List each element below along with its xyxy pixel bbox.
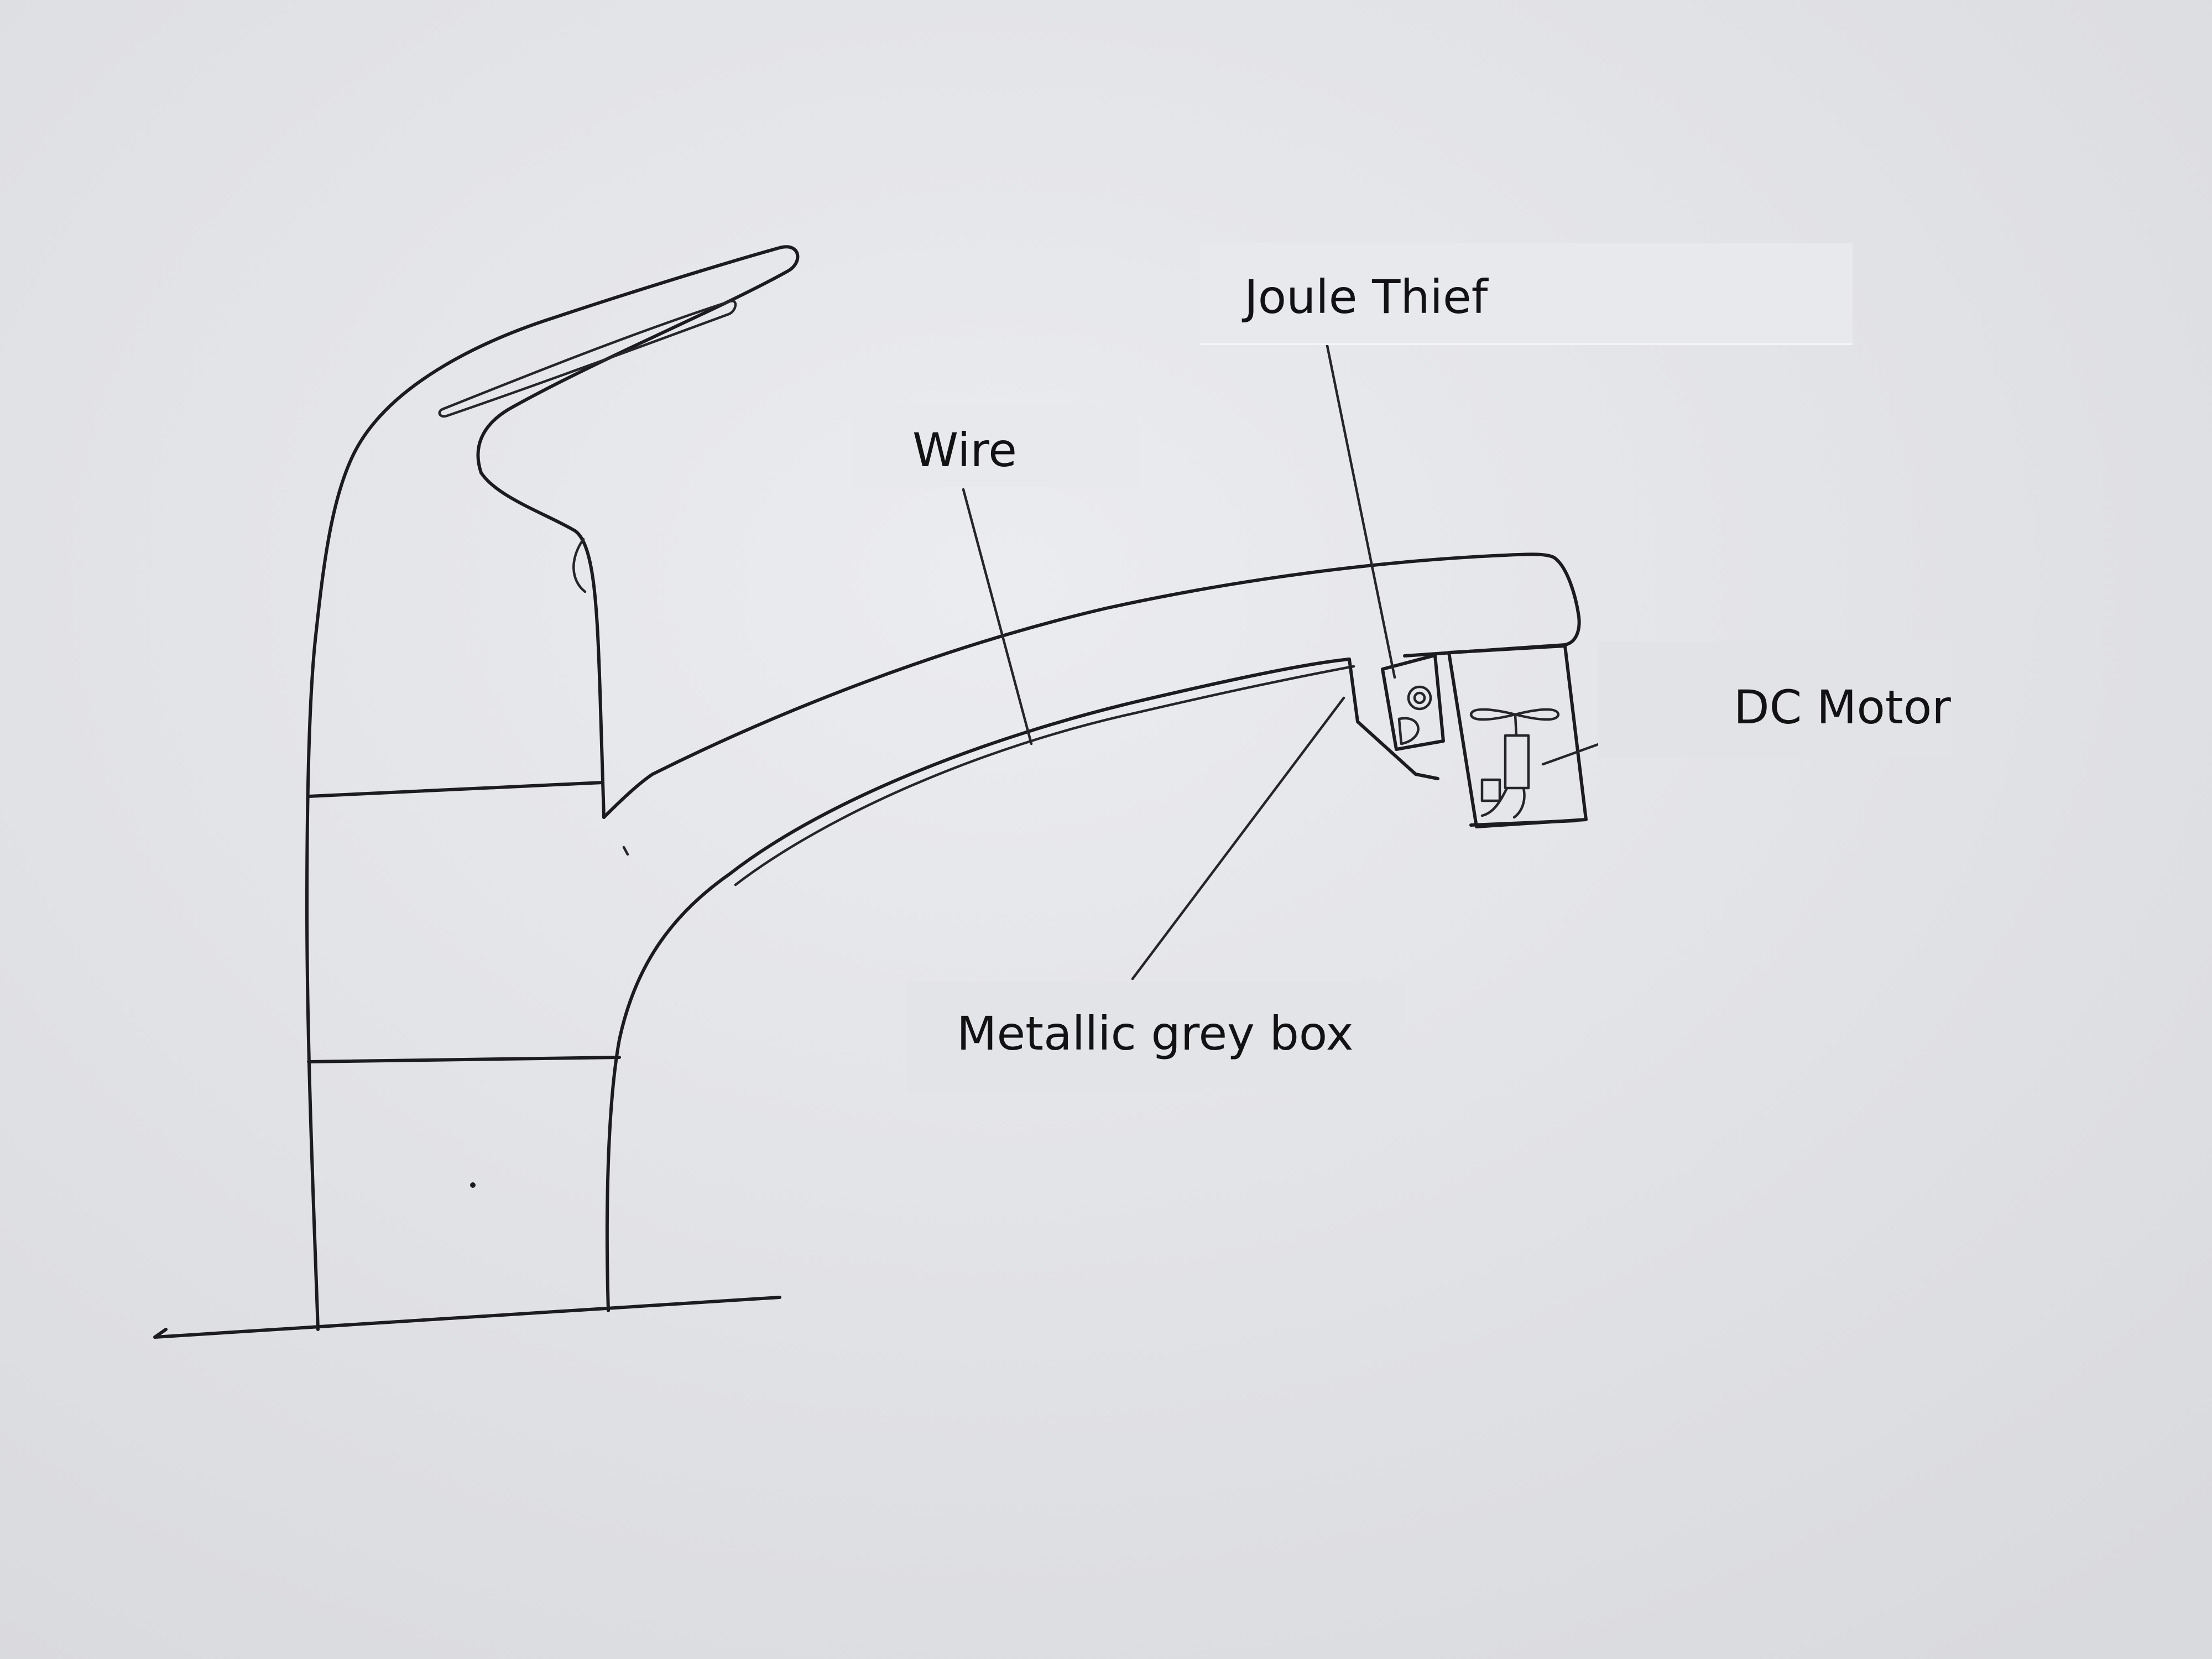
spout-top-outline [602, 552, 1581, 819]
motor-body [1504, 734, 1530, 790]
joule-thief-coil-inner [1413, 691, 1426, 705]
joule-thief-housing [1381, 654, 1445, 751]
joule-thief-coil [1407, 685, 1432, 711]
joule-thief-label-patch [1200, 243, 1853, 345]
motor-terminal [1480, 778, 1501, 802]
body-band-upper [307, 781, 604, 798]
motor-shaft [1514, 713, 1518, 737]
stray-dot [470, 1182, 476, 1188]
joule-thief-leader-line [1326, 344, 1396, 679]
dc-motor-label: DC Motor [1734, 680, 1951, 734]
wire-label: Wire [912, 423, 1017, 477]
motor-housing-base [1469, 819, 1578, 827]
metallic-grey-box-leader-line [1131, 696, 1345, 980]
joule-thief-led [1397, 717, 1420, 745]
body-band-lower [307, 1056, 621, 1063]
faucet-body-left-outline [305, 245, 800, 1331]
lever-slot [438, 300, 737, 418]
faucet-body-right-outline [605, 658, 1351, 1312]
wire-leader-line [962, 488, 1033, 745]
motor-housing [1447, 644, 1588, 828]
dc-motor-label-patch [1598, 641, 1952, 758]
metallic-grey-box-label: Metallic grey box [957, 1006, 1354, 1061]
wire-label-patch [852, 404, 1139, 487]
lever-pivot-curve [572, 538, 587, 593]
counter-base-line [153, 1296, 781, 1339]
spout-joint-tick [622, 846, 629, 856]
metallic-grey-box-label-patch [907, 982, 1405, 1092]
metallic-grey-box-outline [1348, 658, 1439, 780]
spout-wire-line [734, 665, 1355, 886]
joule-thief-label: Joule Thief [1244, 270, 1488, 324]
motor-wire [1480, 786, 1526, 819]
